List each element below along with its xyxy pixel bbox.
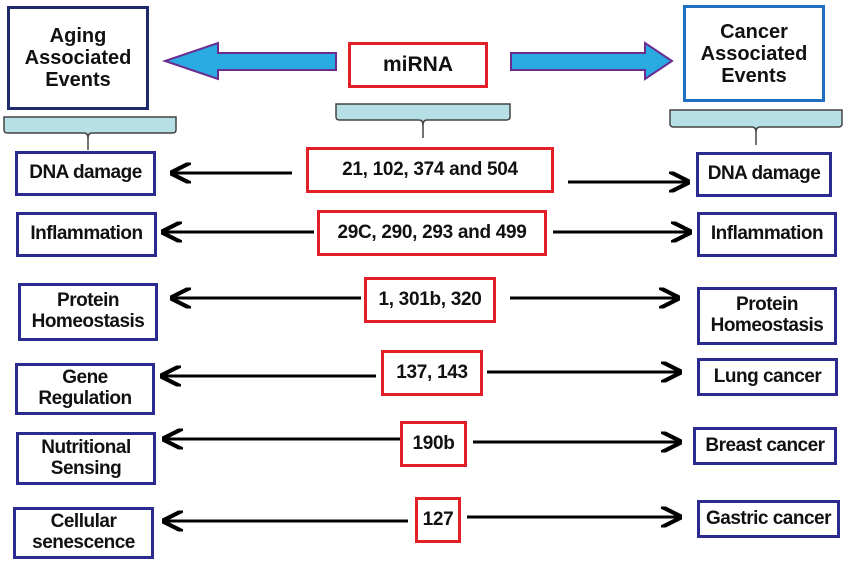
aging-event-label: DNA damage (29, 162, 142, 184)
left-block-arrow (161, 41, 337, 81)
center-brace (335, 103, 511, 138)
cancer-event-label: Lung cancer (713, 365, 822, 387)
mirna-title: miRNA (382, 53, 453, 77)
cancer-event-box: Breast cancer (693, 427, 837, 465)
cancer-events-header: Cancer Associated Events (683, 5, 825, 102)
right-block-arrow (510, 41, 674, 81)
cancer-event-box: DNA damage (696, 152, 832, 197)
mirna-label: 137, 143 (396, 361, 468, 383)
cancer-event-box: Inflammation (697, 212, 837, 257)
aging-event-box: Inflammation (16, 212, 157, 257)
aging-event-box: Cellular senescence (13, 507, 154, 559)
aging-event-label: Nutritional Sensing (41, 436, 131, 479)
mirna-box: 137, 143 (381, 350, 483, 396)
mirna-label: 1, 301b, 320 (378, 288, 482, 310)
aging-event-box: DNA damage (15, 151, 156, 196)
aging-events-title: Aging Associated Events (24, 25, 132, 91)
aging-event-label: Protein Homeostasis (31, 290, 145, 332)
aging-event-box: Protein Homeostasis (18, 283, 158, 341)
mirna-label: 190b (412, 432, 455, 454)
cancer-event-box: Gastric cancer (697, 500, 840, 538)
cancer-event-label: Gastric cancer (705, 507, 832, 529)
aging-event-label: Cellular senescence (32, 511, 135, 553)
mirna-header: miRNA (348, 42, 488, 88)
cancer-event-label: Inflammation (710, 223, 824, 245)
mirna-box: 1, 301b, 320 (364, 277, 496, 323)
right-brace (669, 109, 843, 145)
mirna-box: 21, 102, 374 and 504 (306, 147, 554, 193)
mirna-box: 190b (400, 421, 467, 467)
aging-event-label: Gene Regulation (38, 367, 132, 409)
cancer-event-label: DNA damage (707, 163, 821, 185)
aging-event-label: Inflammation (30, 223, 143, 245)
cancer-event-box: Lung cancer (697, 358, 838, 396)
cancer-event-label: Breast cancer (705, 434, 825, 456)
cancer-event-box: Protein Homeostasis (697, 287, 837, 345)
mirna-box: 29C, 290, 293 and 499 (317, 210, 547, 256)
mirna-box: 127 (415, 497, 461, 543)
mirna-label: 21, 102, 374 and 504 (342, 158, 518, 180)
cancer-events-title: Cancer Associated Events (700, 20, 808, 87)
aging-events-header: Aging Associated Events (7, 6, 149, 110)
mirna-label: 29C, 290, 293 and 499 (337, 221, 527, 243)
cancer-event-label: Protein Homeostasis (710, 294, 824, 336)
aging-event-box: Gene Regulation (15, 363, 155, 415)
left-brace (3, 116, 177, 150)
mirna-label: 127 (422, 508, 454, 530)
aging-event-box: Nutritional Sensing (16, 432, 156, 485)
